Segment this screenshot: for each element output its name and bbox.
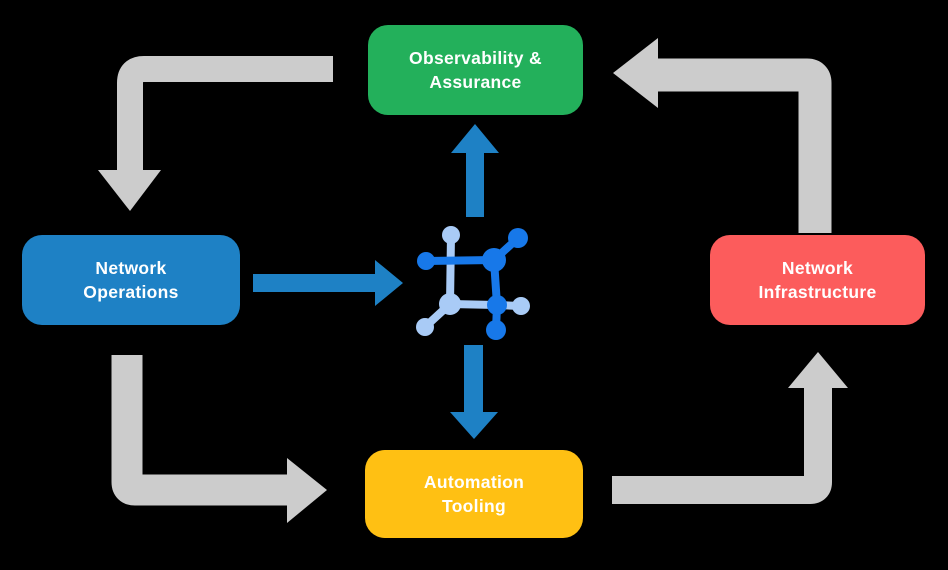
arrow-center-to-automation (450, 345, 498, 439)
arrow-center-to-observability (451, 124, 499, 217)
node-network-infrastructure: Network Infrastructure (710, 235, 925, 325)
node-label-line: Network (95, 258, 167, 278)
arrow-infrastructure-to-observability (613, 38, 832, 233)
node-label-line: Network (781, 258, 854, 278)
arrow-operations-to-center (253, 260, 403, 306)
node-label-line: Observability & (409, 48, 542, 68)
node-network-operations: Network Operations (22, 235, 240, 325)
arrow-observability-to-operations (98, 56, 333, 211)
node-automation-tooling: Automation Tooling (365, 450, 583, 538)
node-label-line: Operations (83, 282, 179, 302)
network-mesh-icon (416, 226, 530, 340)
node-label-line: Tooling (442, 496, 506, 516)
node-label-line: Automation (423, 472, 525, 492)
node-label-line: Infrastructure (758, 282, 877, 302)
node-observability-assurance: Observability & Assurance (368, 25, 583, 115)
node-label-line: Assurance (429, 72, 522, 92)
arrow-automation-to-infrastructure (612, 352, 848, 504)
arrow-operations-to-automation (111, 355, 327, 523)
